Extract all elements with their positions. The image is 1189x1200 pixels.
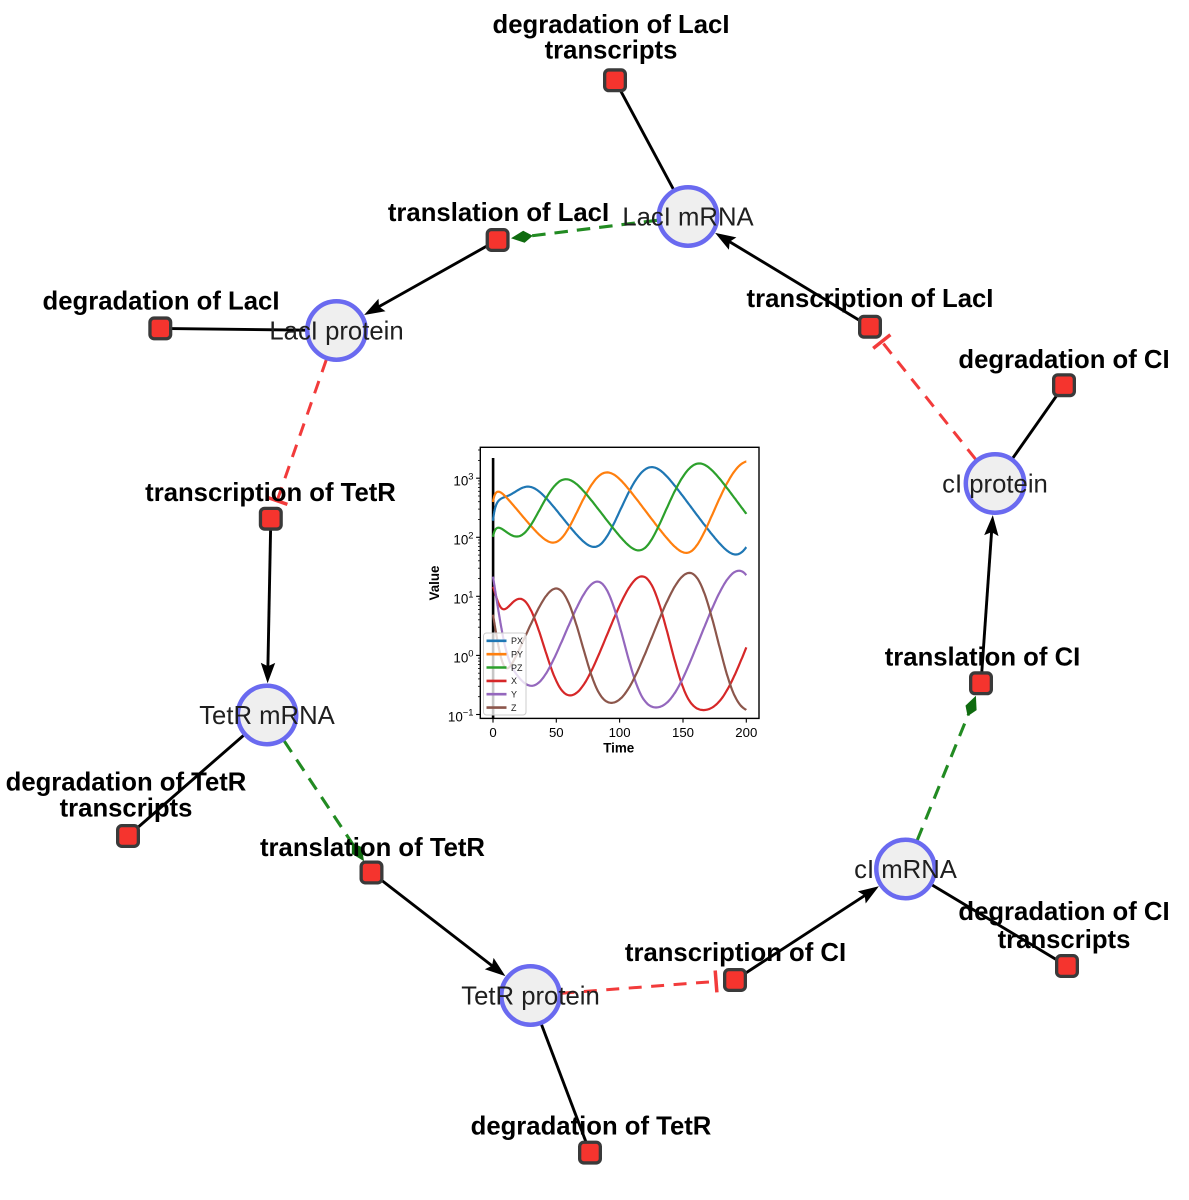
svg-text:translation of LacI: translation of LacI [388,199,609,227]
svg-text:LacI protein: LacI protein [269,318,403,346]
svg-text:200: 200 [735,725,757,740]
svg-text:degradation of LacI: degradation of LacI [493,11,730,39]
svg-text:transcripts: transcripts [998,926,1131,954]
svg-text:transcription of TetR: transcription of TetR [145,479,396,507]
svg-text:PZ: PZ [511,663,523,673]
svg-text:Y: Y [511,690,517,700]
svg-text:translation of CI: translation of CI [885,644,1081,672]
svg-text:degradation of TetR: degradation of TetR [471,1113,712,1141]
svg-text:cI mRNA: cI mRNA [854,856,958,884]
svg-text:X: X [511,676,517,686]
svg-text:Time: Time [603,741,634,756]
svg-text:Z: Z [511,703,517,713]
svg-text:transcription of CI: transcription of CI [625,939,846,967]
svg-text:degradation of LacI: degradation of LacI [43,288,280,316]
svg-text:TetR mRNA: TetR mRNA [199,702,335,730]
svg-text:0: 0 [489,725,496,740]
svg-text:Value: Value [427,566,442,601]
svg-text:transcripts: transcripts [60,795,193,823]
svg-text:translation of TetR: translation of TetR [260,834,485,862]
svg-text:transcripts: transcripts [545,36,678,64]
svg-text:LacI mRNA: LacI mRNA [622,204,754,232]
svg-text:PY: PY [511,650,523,660]
svg-text:degradation of TetR: degradation of TetR [6,769,247,797]
svg-text:cI protein: cI protein [942,471,1048,499]
svg-text:100: 100 [609,725,631,740]
svg-text:150: 150 [672,725,694,740]
svg-text:transcription of LacI: transcription of LacI [747,285,994,313]
svg-text:PX: PX [511,636,523,646]
svg-text:50: 50 [549,725,564,740]
svg-text:degradation of CI: degradation of CI [958,898,1169,926]
svg-text:degradation of CI: degradation of CI [958,346,1169,374]
svg-text:TetR protein: TetR protein [461,983,600,1011]
